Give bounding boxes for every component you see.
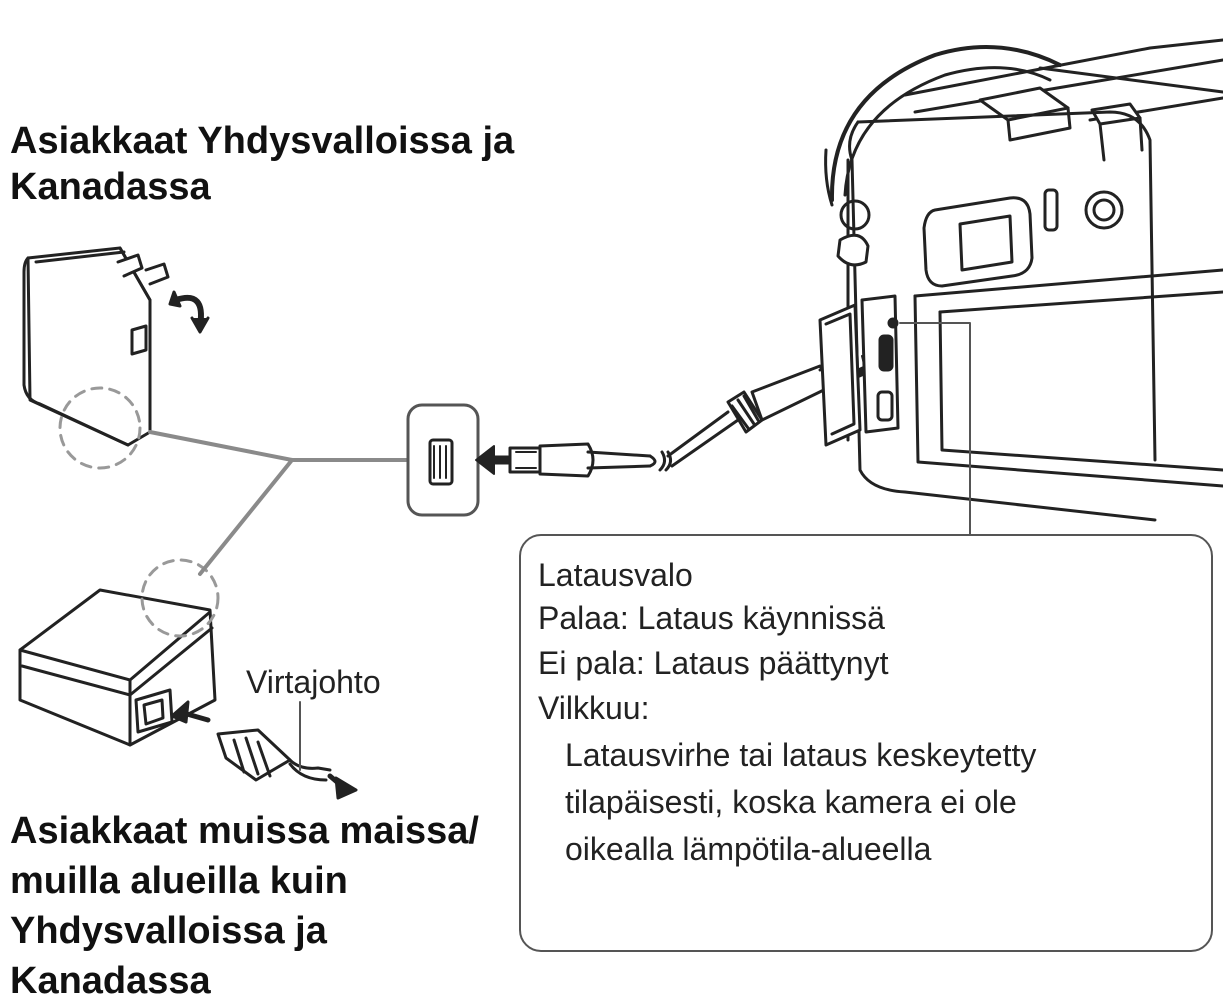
heading-other-regions: Asiakkaat muissa maissa/ muilla alueilla… [10, 810, 479, 1002]
connector-highlight-us [58, 386, 142, 470]
ac-adapter-us-icon [22, 246, 210, 447]
camera-icon [818, 38, 1223, 522]
callout-blinking-detail-line: oikealla lämpötila-alueella [565, 831, 932, 867]
callout-lit-status: Palaa: Lataus käynnissä [538, 600, 885, 636]
callout-blinking-detail-line: tilapäisesti, koska kamera ei ole [565, 784, 1017, 820]
callout-title: Latausvalo [538, 557, 693, 593]
ac-adapter-intl-icon [18, 588, 217, 747]
usb-port-icon [406, 403, 480, 517]
charge-lamp-callout [519, 534, 1213, 952]
callout-off-status: Ei pala: Lataus päättynyt [538, 645, 889, 681]
charging-diagram [18, 38, 1223, 800]
callout-blinking-status: Vilkkuu: [538, 690, 650, 726]
callout-blinking-detail-line: Latausvirhe tai lataus keskeytetty [565, 737, 1037, 773]
power-cord-icon [170, 700, 358, 800]
power-cord-label: Virtajohto [246, 664, 381, 700]
connector-highlight-intl [140, 558, 220, 638]
heading-us-canada: Asiakkaat Yhdysvalloissa ja Kanadassa [10, 120, 515, 208]
